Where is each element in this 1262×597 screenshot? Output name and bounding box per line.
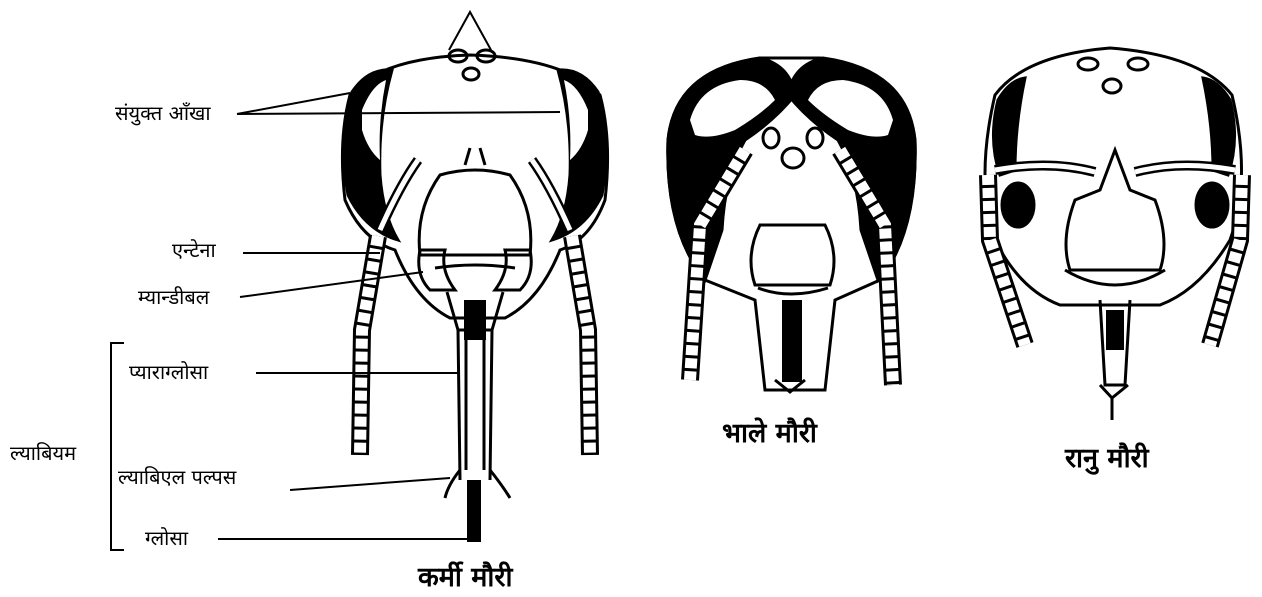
antenna-label: एन्टेना bbox=[172, 238, 216, 262]
mandible-label: म्यान्डीबल bbox=[138, 285, 209, 309]
worker-caption: कर्मी मौरी bbox=[418, 562, 512, 594]
queen-caption: रानु मौरी bbox=[1065, 443, 1149, 475]
paraglossa-label: प्याराग्लोसा bbox=[129, 360, 208, 384]
palps-leader bbox=[290, 478, 450, 490]
labium-label: ल्याबियम bbox=[10, 441, 76, 465]
labium-bracket bbox=[111, 343, 124, 550]
worker-head bbox=[342, 50, 607, 542]
mandible-leader bbox=[240, 272, 423, 297]
ocelli-pointer bbox=[449, 12, 491, 50]
compound-eye-label: संयुक्त आँखा bbox=[115, 101, 211, 125]
queen-head bbox=[985, 48, 1242, 420]
labial-palps-label: ल्याबिएल पल्पस bbox=[118, 465, 236, 489]
eye-leader bbox=[237, 93, 560, 114]
glossa-label: ग्लोसा bbox=[145, 526, 188, 550]
drone-caption: भाले मौरी bbox=[722, 418, 817, 450]
drone-head bbox=[668, 58, 915, 392]
